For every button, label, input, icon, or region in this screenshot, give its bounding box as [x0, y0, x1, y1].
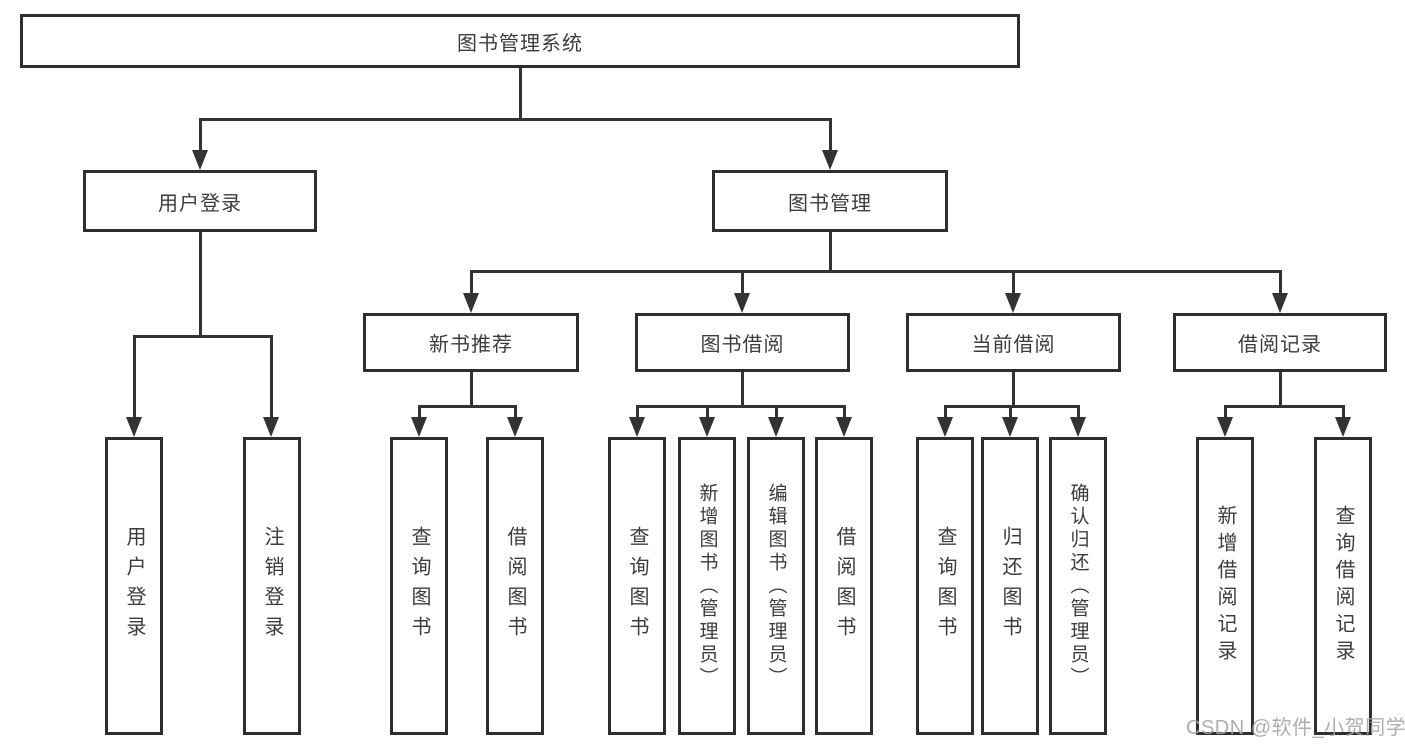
arrow-down-icon: [463, 293, 479, 313]
arrow-down-icon: [822, 150, 838, 170]
leaf-add-borrow-record: 新增借阅记录: [1196, 437, 1254, 735]
arrow-down-icon: [699, 417, 715, 437]
connector-line: [199, 118, 202, 152]
csdn-watermark: CSDN @软件_小贺同学: [1186, 717, 1405, 739]
connector-line: [706, 405, 709, 419]
connector-line: [418, 405, 517, 408]
connector-line: [519, 68, 522, 118]
connector-line: [741, 372, 744, 405]
connector-line: [470, 372, 473, 405]
connector-line: [843, 405, 846, 419]
connector-line: [1224, 405, 1227, 419]
connector-line: [1224, 405, 1345, 408]
connector-line: [470, 270, 1282, 273]
arrow-down-icon: [507, 417, 523, 437]
node-current-borrow: 当前借阅: [906, 313, 1121, 372]
node-user-login: 用户登录: [83, 170, 317, 232]
connector-line: [470, 270, 473, 295]
connector-line: [636, 405, 639, 419]
leaf-add-book-admin: 新增图书（管理员）: [678, 437, 736, 735]
leaf-logout: 注销登录: [243, 437, 301, 735]
connector-line: [1342, 405, 1345, 419]
node-root: 图书管理系统: [20, 14, 1020, 68]
connector-line: [133, 335, 136, 417]
node-borrow-record: 借阅记录: [1173, 313, 1387, 372]
leaf-query-book-3: 查询图书: [916, 437, 974, 735]
connector-line: [1077, 405, 1080, 419]
connector-line: [1009, 405, 1012, 419]
connector-line: [1279, 270, 1282, 295]
arrow-down-icon: [1002, 417, 1018, 437]
arrow-down-icon: [1005, 293, 1021, 313]
connector-line: [944, 405, 1080, 408]
connector-line: [829, 232, 832, 273]
connector-line: [1012, 372, 1015, 405]
connector-line: [133, 335, 273, 338]
arrow-down-icon: [1070, 417, 1086, 437]
connector-line: [199, 232, 202, 335]
connector-line: [270, 335, 273, 417]
connector-line: [775, 405, 778, 419]
connector-line: [741, 270, 744, 295]
arrow-down-icon: [126, 417, 142, 437]
arrow-down-icon: [1217, 417, 1233, 437]
arrow-down-icon: [1335, 417, 1351, 437]
arrow-down-icon: [836, 417, 852, 437]
arrow-down-icon: [734, 293, 750, 313]
leaf-query-book-2: 查询图书: [608, 437, 666, 735]
arrow-down-icon: [1272, 293, 1288, 313]
leaf-borrow-book-1: 借阅图书: [486, 437, 544, 735]
node-new-book-recommend: 新书推荐: [363, 313, 579, 372]
leaf-user-login: 用户登录: [105, 437, 163, 735]
connector-line: [418, 405, 421, 419]
connector-line: [636, 405, 846, 408]
leaf-query-book-1: 查询图书: [390, 437, 448, 735]
arrow-down-icon: [629, 417, 645, 437]
arrow-down-icon: [263, 417, 279, 437]
connector-line: [944, 405, 947, 419]
connector-line: [1279, 372, 1282, 405]
arrow-down-icon: [768, 417, 784, 437]
connector-line: [199, 118, 832, 121]
leaf-edit-book-admin: 编辑图书（管理员）: [747, 437, 805, 735]
connector-line: [829, 118, 832, 152]
arrow-down-icon: [192, 150, 208, 170]
leaf-borrow-book-2: 借阅图书: [815, 437, 873, 735]
arrow-down-icon: [937, 417, 953, 437]
node-book-management: 图书管理: [712, 170, 948, 232]
connector-line: [514, 405, 517, 419]
leaf-query-borrow-record: 查询借阅记录: [1314, 437, 1372, 735]
leaf-confirm-return-admin: 确认归还（管理员）: [1049, 437, 1107, 735]
node-book-borrow: 图书借阅: [635, 313, 850, 372]
leaf-return-book: 归还图书: [981, 437, 1039, 735]
arrow-down-icon: [411, 417, 427, 437]
connector-line: [1012, 270, 1015, 295]
